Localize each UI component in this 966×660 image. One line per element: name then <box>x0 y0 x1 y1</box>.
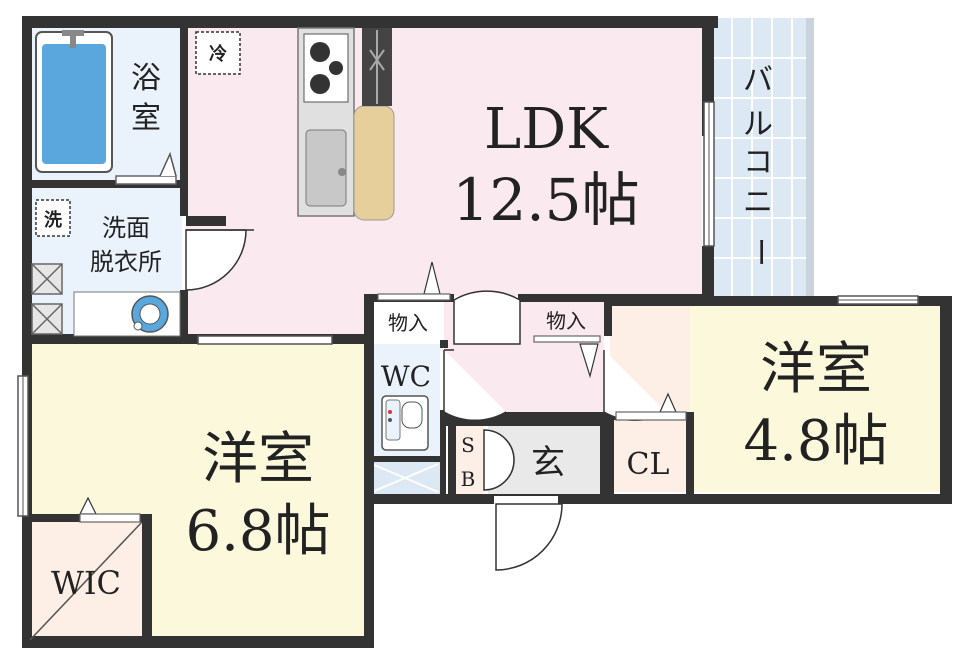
shoebox-floor <box>454 426 484 494</box>
pipe-space <box>370 462 440 494</box>
bathtub <box>35 30 113 173</box>
ldk-name: LDK <box>484 97 609 162</box>
windows <box>17 101 919 517</box>
toilet <box>381 395 429 451</box>
storage-right-label: 物入 <box>546 309 586 333</box>
balcony-char-4: ニ <box>743 185 773 220</box>
bath-label-1: 浴 <box>131 61 161 96</box>
balcony-char-5: ー <box>742 237 777 267</box>
washer-box <box>35 199 71 237</box>
balcony-char-1: バ <box>743 63 773 98</box>
kitchen-counter <box>297 27 395 221</box>
western-large-size: 6.8帖 <box>185 499 330 564</box>
western-small-size: 4.8帖 <box>743 409 888 474</box>
wic-label: WIC <box>51 564 121 602</box>
washroom-label-1: 洗面 <box>102 214 150 242</box>
shoebox-label-2: B <box>461 467 476 491</box>
balcony-char-2: ル <box>743 107 773 142</box>
storage-left-label: 物入 <box>388 311 428 335</box>
ldk-size: 12.5帖 <box>452 166 639 234</box>
door-arrows <box>79 261 677 515</box>
balcony-char-3: コ <box>743 145 773 180</box>
shoebox-label-1: S <box>461 433 475 457</box>
western-small-floor <box>690 306 940 492</box>
fridge-box <box>195 31 241 75</box>
washroom-label-2: 脱衣所 <box>90 248 162 276</box>
entrance-label: 玄 <box>531 443 565 483</box>
fridge-marker: 冷 <box>209 43 227 65</box>
labels: LDK 12.5帖 浴 室 洗面 脱衣所 冷 洗 バ ル コ ニ ー 洋室 6.… <box>44 43 889 602</box>
closet-label: CL <box>627 447 670 482</box>
closet-floor <box>614 420 686 492</box>
washer-marker: 洗 <box>44 209 62 231</box>
western-large-name: 洋室 <box>202 427 314 492</box>
pipe-shaft-left <box>31 263 63 335</box>
wic-diagonal <box>29 521 143 641</box>
bath-label-2: 室 <box>131 101 161 136</box>
western-small-name: 洋室 <box>760 337 872 402</box>
balcony-area <box>712 18 814 300</box>
vanity-sink <box>73 291 181 337</box>
wc-label: WC <box>381 360 431 393</box>
